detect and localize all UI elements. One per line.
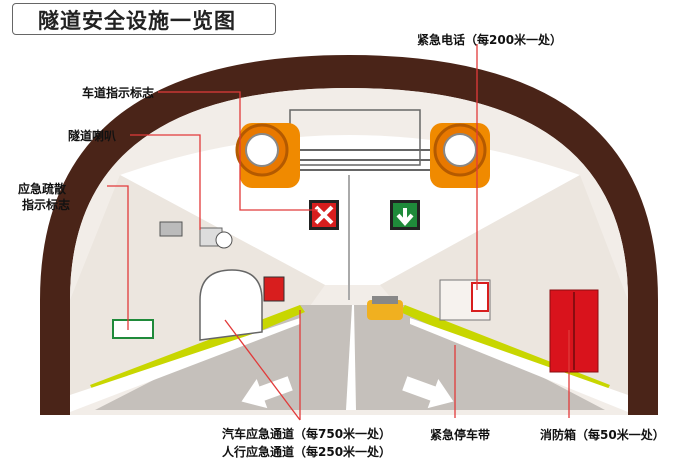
label-vehicle-passage: 汽车应急通道（每750米一处） (222, 427, 392, 441)
lane-sign-green-arrow (390, 200, 420, 230)
label-evac-line1: 应急疏散 (18, 182, 67, 196)
phone-box (471, 282, 489, 312)
label-evac-line2: 指示标志 (22, 198, 71, 212)
road-arrow-right (402, 376, 454, 409)
label-pedestrian-passage: 人行应急通道（每250米一处） (222, 445, 392, 459)
left-sidewalk (70, 318, 300, 412)
evac-sign (112, 319, 154, 339)
hydrant-box (549, 289, 599, 373)
label-hydrant: 消防箱（每50米一处） (540, 428, 665, 442)
diagram-title: 隧道安全设施一览图 (38, 9, 236, 33)
left-wall (70, 175, 325, 395)
lane-sign-red-x (309, 200, 339, 230)
car (367, 296, 403, 320)
road-arrow-left (241, 376, 293, 409)
label-phone: 紧急电话（每200米一处） (417, 33, 563, 47)
lane-line (346, 305, 356, 410)
leader-lines (107, 44, 570, 421)
fan-left (235, 123, 300, 188)
right-sidewalk (410, 318, 628, 412)
label-horn: 隧道喇叭 (68, 129, 117, 143)
horn (199, 227, 233, 249)
passage-sign (263, 276, 285, 302)
label-parking-strip: 紧急停车带 (430, 428, 491, 442)
label-lane-sign: 车道指示标志 (82, 86, 155, 100)
camera (159, 221, 183, 237)
title-frame (12, 3, 276, 35)
vehicle-passage (199, 269, 263, 341)
fan-right (430, 123, 490, 188)
